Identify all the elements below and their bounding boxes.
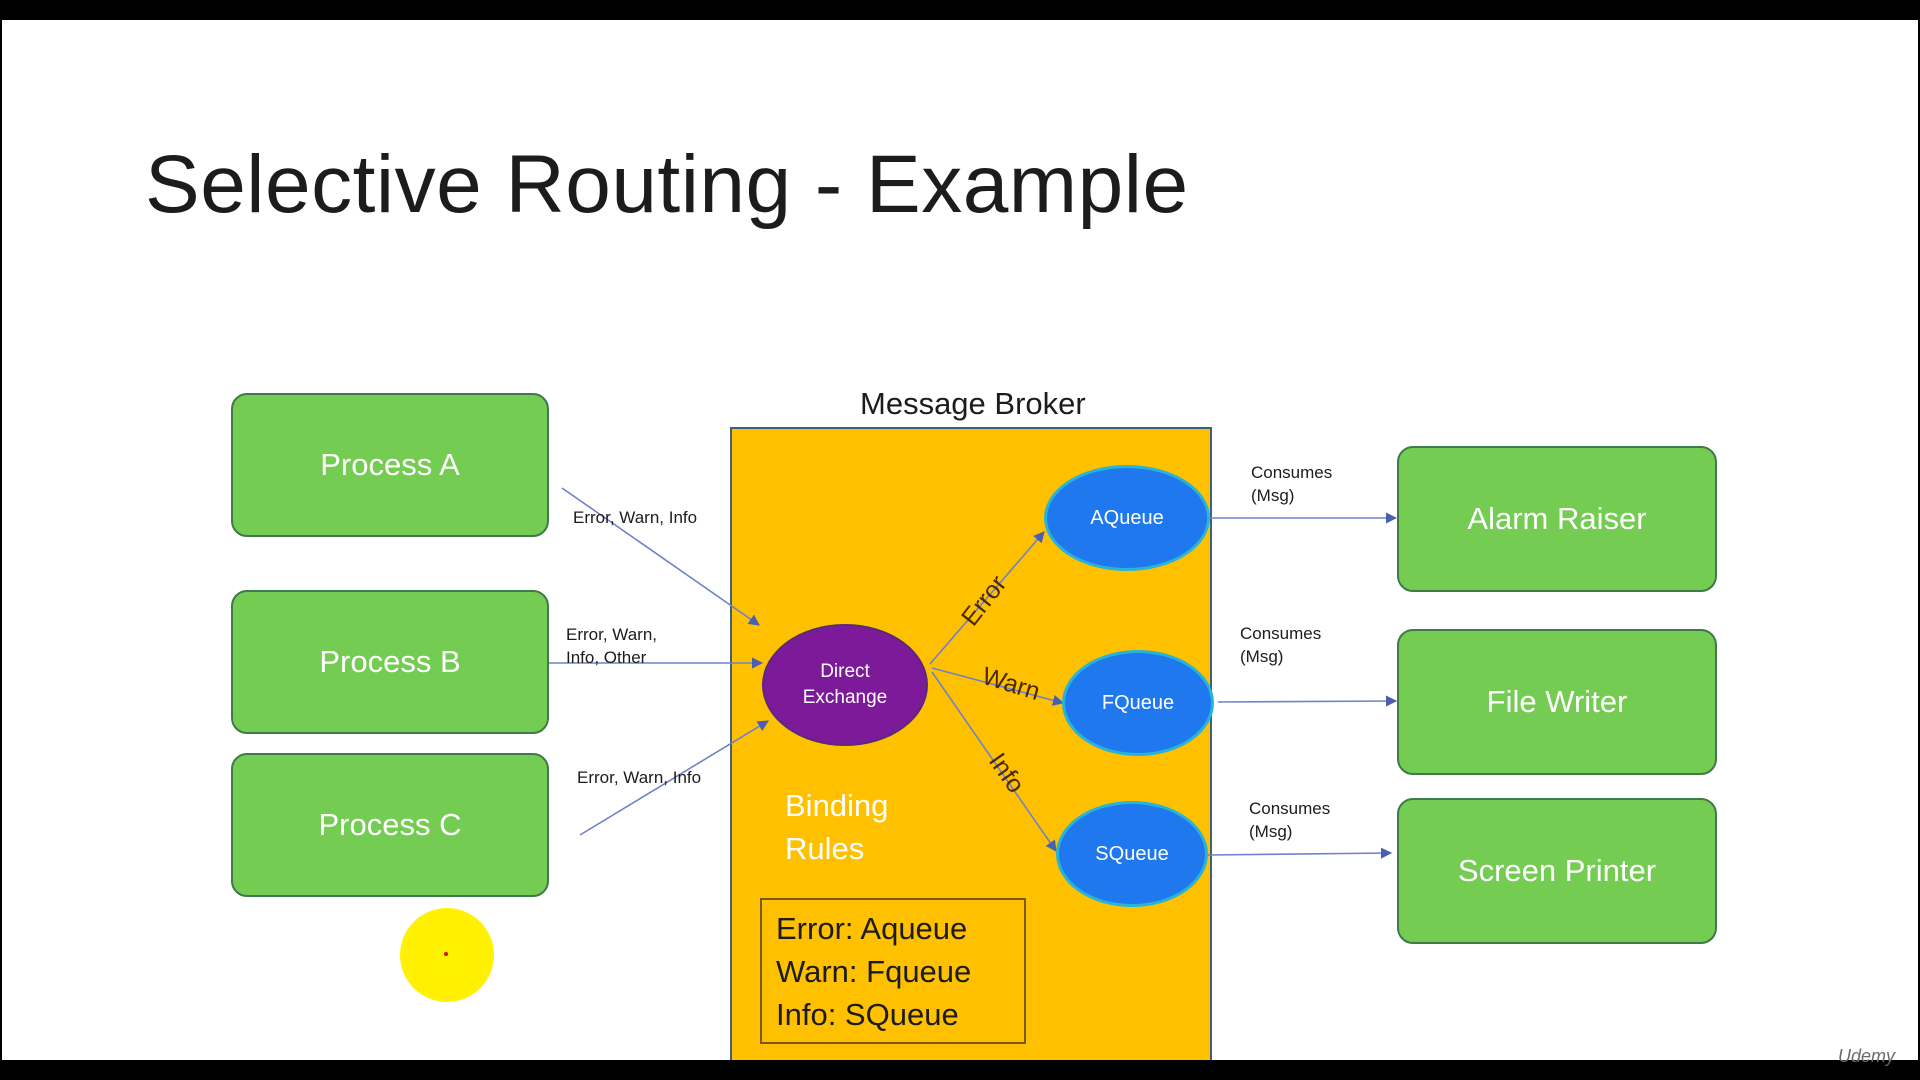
binding-rules-title-line2: Rules [785, 831, 865, 867]
process-a-messages: Error, Warn, Info [573, 508, 698, 527]
arrow-squeue-to-screen-printer [1207, 847, 1393, 859]
process-b-messages-line2: Info, Other [566, 647, 647, 667]
aqueue-node: AQueue [1044, 465, 1210, 571]
process-c-box: Process C [231, 753, 549, 897]
cursor-highlight [400, 908, 494, 1002]
consumes-label-alarm: Consumes (Msg) [1251, 462, 1332, 508]
process-c-messages: Error, Warn, Info [577, 768, 702, 787]
consumes-label-screen-line2: (Msg) [1249, 821, 1293, 841]
slide: Selective Routing - Example Message Brok… [2, 20, 1918, 1060]
consumes-label-file-line1: Consumes [1240, 624, 1322, 643]
process-b-label: Process B [319, 644, 461, 679]
arrow-exchange-to-squeue [931, 671, 1057, 852]
binding-rules-title-line1: Binding [785, 788, 889, 823]
binding-rule-error: Error: Aqueue [776, 911, 968, 946]
cursor-dot [444, 952, 448, 956]
alarm-raiser-label: Alarm Raiser [1467, 501, 1647, 536]
exchange-label-line1: Direct [820, 661, 870, 683]
process-b-box: Process B [231, 590, 549, 734]
process-b-messages: Error, Warn, Info, Other [566, 624, 657, 670]
screen-printer-label: Screen Printer [1457, 853, 1657, 888]
binding-rules-box: Error: Aqueue Warn: Fqueue Info: SQueue [760, 898, 1026, 1044]
arrow-process-a-to-exchange [561, 487, 760, 626]
process-a-label: Process A [320, 447, 460, 482]
arrow-process-c-to-exchange [579, 720, 769, 836]
file-writer-box: File Writer [1397, 629, 1717, 775]
process-a-box: Process A [231, 393, 549, 537]
squeue-label: SQueue [1095, 842, 1169, 865]
consumes-label-file: Consumes (Msg) [1240, 623, 1321, 669]
consumes-label-file-line2: (Msg) [1240, 646, 1284, 666]
binding-rule-warn: Warn: Fqueue [776, 953, 972, 989]
message-broker-label: Message Broker [860, 386, 1086, 421]
binding-rule-info: Info: SQueue [776, 996, 959, 1032]
udemy-watermark: Udemy [1838, 1046, 1896, 1066]
file-writer-label: File Writer [1486, 684, 1628, 719]
binding-rules-title: Binding Rules [785, 784, 888, 871]
process-c-label: Process C [318, 807, 462, 842]
arrow-exchange-to-fqueue [931, 667, 1065, 706]
aqueue-label: AQueue [1090, 506, 1164, 529]
screen-printer-box: Screen Printer [1397, 798, 1717, 944]
arrow-fqueue-to-file-writer [1217, 695, 1398, 707]
consumes-label-alarm-line1: Consumes [1251, 463, 1333, 482]
fqueue-node: FQueue [1062, 650, 1214, 756]
fqueue-label: FQueue [1101, 691, 1175, 714]
process-b-messages-line1: Error, Warn, [566, 625, 657, 644]
alarm-raiser-box: Alarm Raiser [1397, 446, 1717, 592]
exchange-label-line2: Exchange [802, 687, 888, 708]
arrow-exchange-to-aqueue [929, 531, 1045, 665]
consumes-label-screen: Consumes (Msg) [1249, 798, 1330, 844]
consumes-label-alarm-line2: (Msg) [1251, 485, 1295, 505]
squeue-node: SQueue [1056, 801, 1208, 907]
consumes-label-screen-line1: Consumes [1249, 799, 1331, 818]
slide-title: Selective Routing - Example [145, 139, 1189, 230]
direct-exchange-node: Direct Exchange [762, 624, 928, 746]
connector-arrows [547, 487, 1398, 859]
